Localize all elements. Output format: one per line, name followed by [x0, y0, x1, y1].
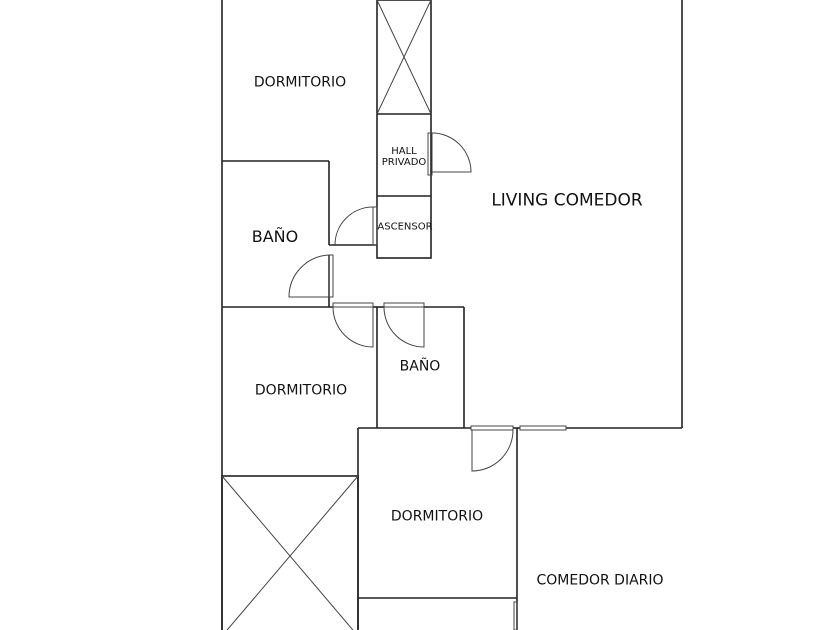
doors — [288, 132, 514, 472]
lower-shaft — [221, 475, 359, 630]
walls — [221, 0, 683, 630]
shaft-hall-ascensor — [376, 0, 432, 259]
door-dormitorio-3 — [470, 425, 514, 431]
door-hall — [427, 132, 433, 176]
door-ascensor — [372, 206, 378, 246]
room-label-hall-privado: HALL PRIVADO — [381, 146, 427, 168]
room-label-bano-2: BAÑO — [399, 358, 441, 375]
room-label-bano-1: BAÑO — [251, 227, 299, 247]
room-label-comedor-diario: COMEDOR DIARIO — [536, 572, 664, 589]
room-label-dormitorio-2: DORMITORIO — [254, 382, 348, 399]
room-label-ascensor: ASCENSOR — [377, 221, 433, 233]
door-dormitorio-2 — [332, 302, 374, 308]
room-label-dormitorio-3: DORMITORIO — [390, 508, 484, 525]
window — [519, 425, 567, 431]
room-label-dormitorio-1: DORMITORIO — [253, 74, 347, 91]
door-bano-1 — [328, 254, 334, 298]
door-bano-2 — [383, 302, 425, 308]
room-label-living-comedor: LIVING COMEDOR — [491, 190, 643, 211]
